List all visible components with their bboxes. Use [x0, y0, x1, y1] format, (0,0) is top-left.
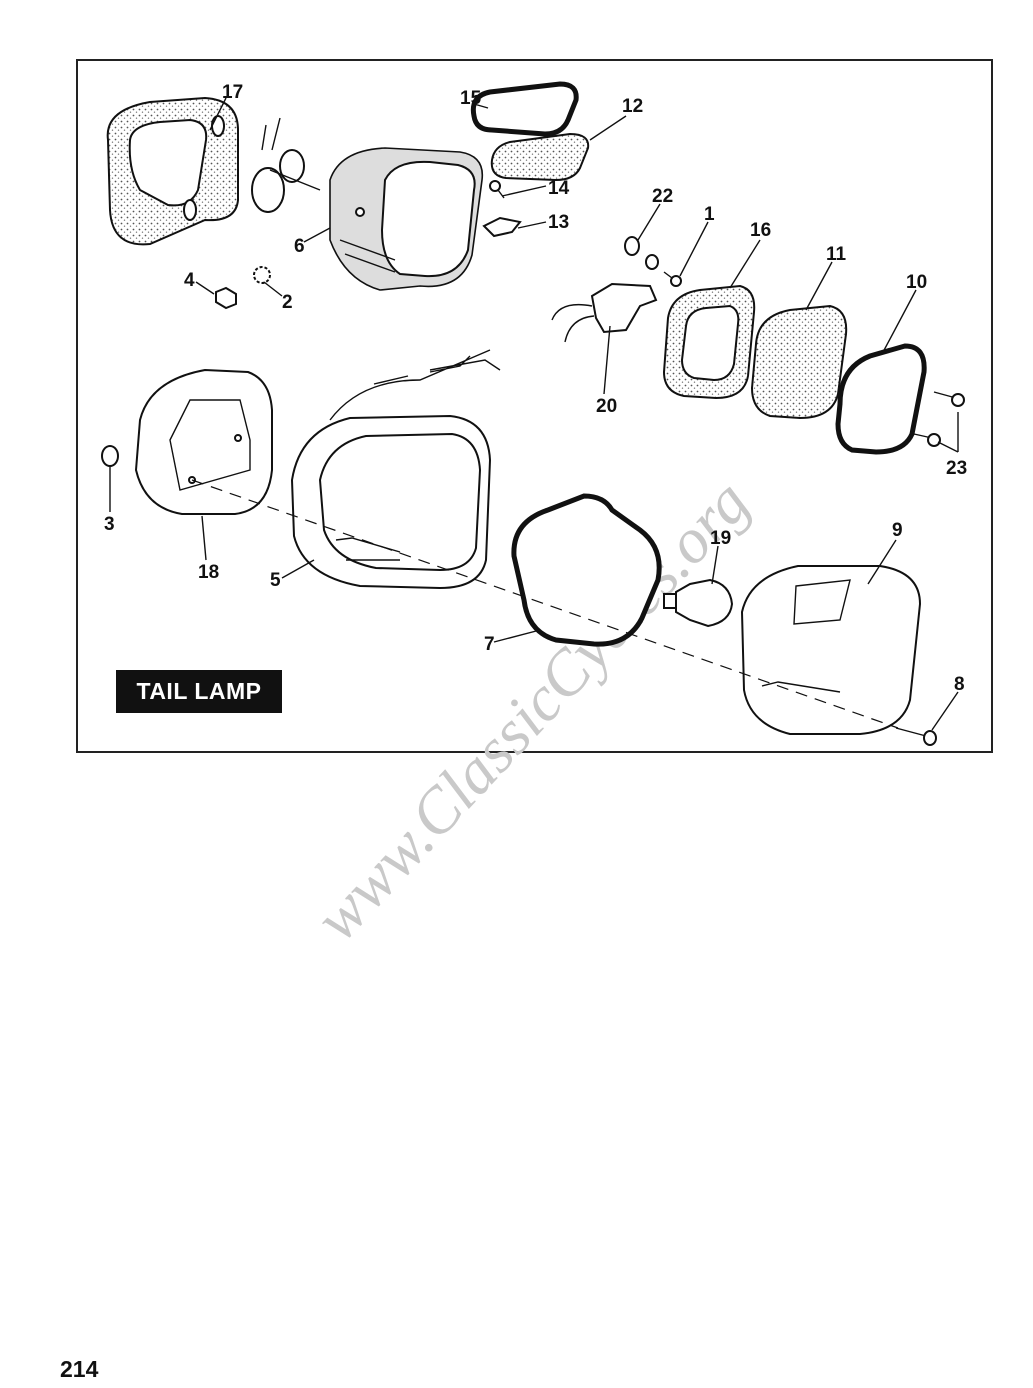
part-3-nut [101, 445, 119, 467]
label-8: 8 [954, 674, 965, 695]
leader-lines [109, 97, 959, 731]
part-18-base-plate [134, 368, 273, 515]
part-7-gasket [511, 493, 662, 647]
part-2-lockwasher [253, 266, 271, 284]
diagram-frame [76, 59, 993, 753]
label-9: 9 [892, 520, 903, 541]
label-18: 18 [198, 562, 219, 583]
label-6: 6 [294, 236, 305, 257]
label-20: 20 [596, 396, 617, 417]
label-12: 12 [622, 96, 643, 117]
label-16: 16 [750, 220, 771, 241]
label-1: 1 [704, 204, 715, 225]
label-4: 4 [184, 270, 195, 291]
part-22-grommet [624, 236, 659, 270]
part-20-socket [551, 282, 658, 343]
label-22: 22 [652, 186, 673, 207]
part-15-lens-gasket [470, 81, 579, 137]
part-6-housing [329, 147, 484, 291]
part-5-housing [290, 414, 492, 590]
part-23-screws [913, 391, 965, 447]
label-19: 19 [710, 528, 731, 549]
label-7: 7 [484, 634, 495, 655]
label-2: 2 [282, 292, 293, 313]
part-17-gasket [106, 96, 239, 246]
label-23: 23 [946, 458, 967, 479]
part-labels: 17 15 12 14 13 22 1 16 11 10 6 4 2 20 23… [104, 82, 967, 695]
assembly-axis [191, 479, 899, 729]
label-14: 14 [548, 178, 570, 199]
part-8-screw [895, 727, 937, 746]
page-number: 214 [60, 1356, 99, 1382]
diagram-title: TAIL LAMP [116, 670, 282, 713]
part-19-bulb [663, 578, 734, 628]
part-11-lens [750, 304, 848, 420]
label-15: 15 [460, 88, 482, 109]
label-17: 17 [222, 82, 243, 103]
wire-leads [329, 349, 501, 421]
part-1-screw [663, 271, 682, 287]
wire-grommet [251, 117, 321, 213]
part-4-nut [215, 286, 237, 310]
part-9-lens [740, 565, 922, 735]
part-10-bezel [835, 343, 927, 455]
part-13-clip [482, 216, 522, 238]
label-3: 3 [104, 514, 115, 535]
label-11: 11 [826, 244, 847, 265]
label-5: 5 [270, 570, 281, 591]
part-12-lens [490, 132, 590, 182]
label-13: 13 [548, 212, 569, 233]
part-14-screw [489, 180, 505, 199]
label-10: 10 [906, 272, 927, 293]
